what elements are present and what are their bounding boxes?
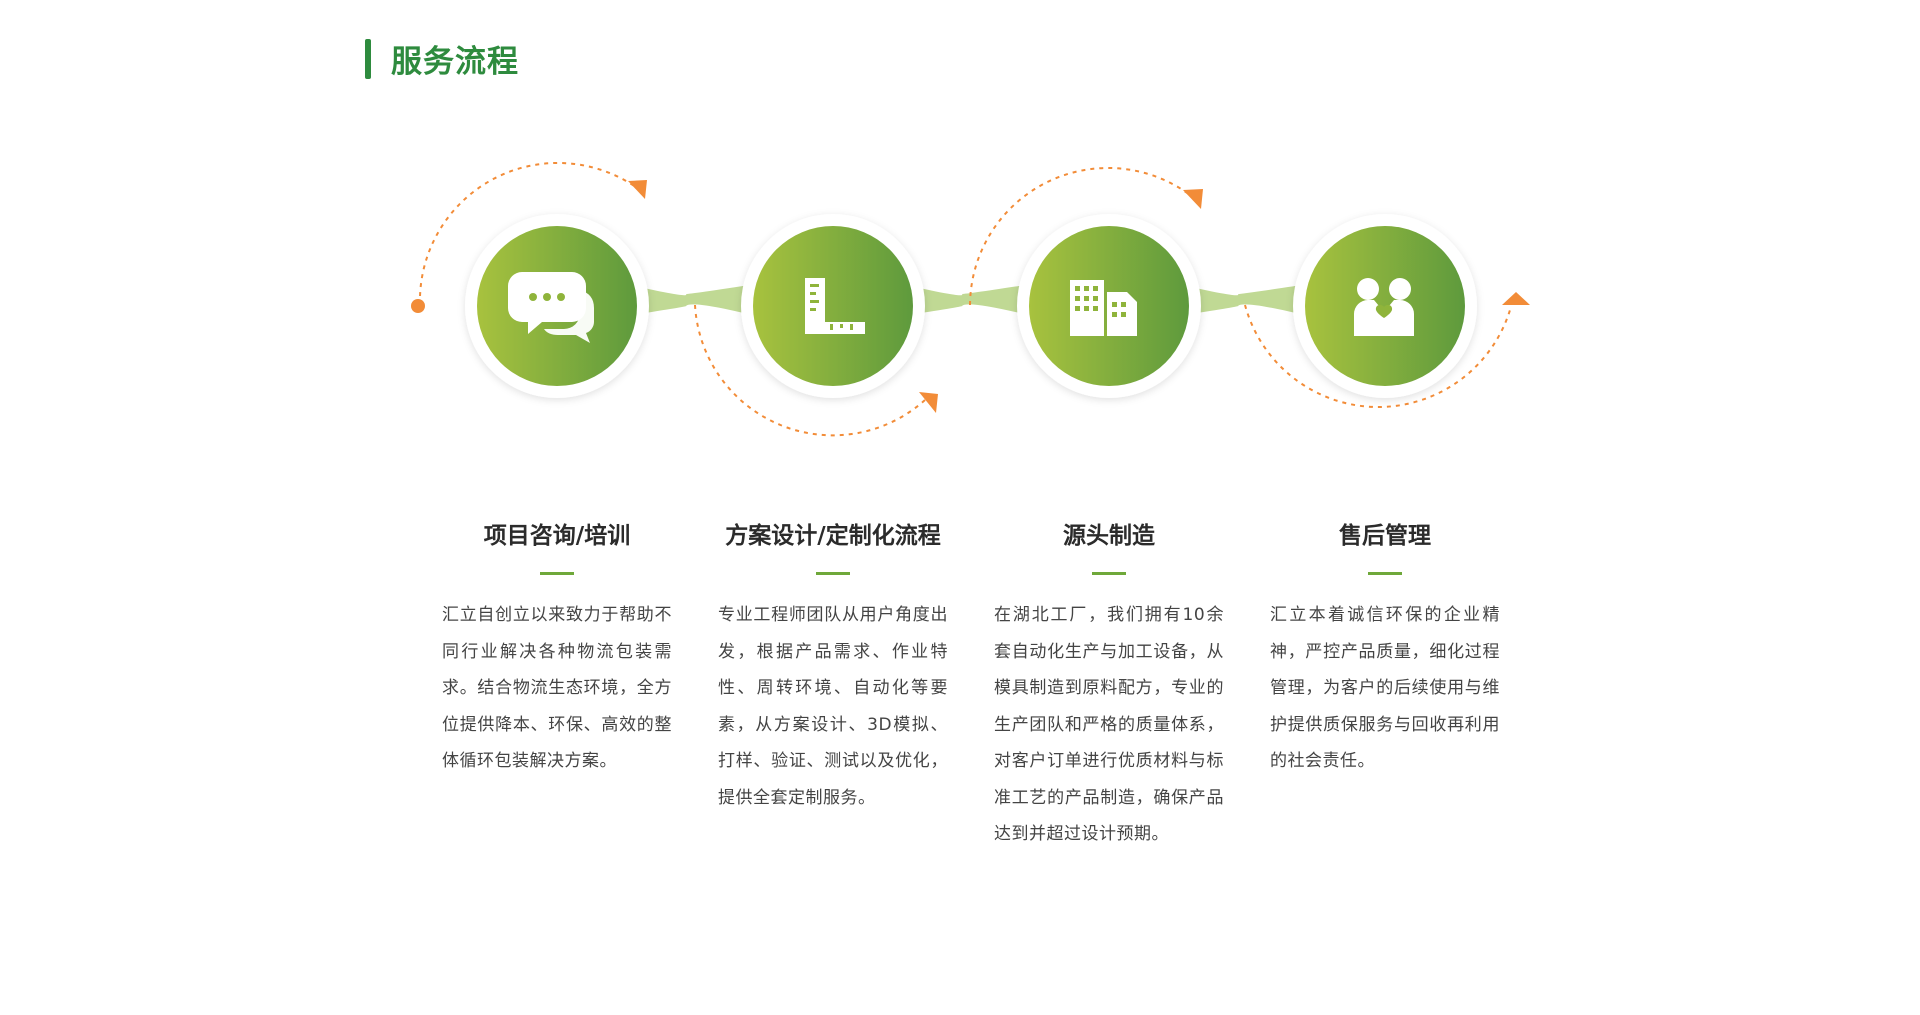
step-1-description: 汇立自创立以来致力于帮助不同行业解决各种物流包装需求。结合物流生态环境，全方位提… bbox=[442, 605, 672, 771]
flow-arrow-4 bbox=[1502, 292, 1530, 305]
connector-1-2 bbox=[626, 284, 756, 316]
step-1-title: 项目咨询/培训 bbox=[483, 523, 631, 549]
ruler-icon bbox=[805, 278, 865, 334]
section-title: 服务流程 bbox=[391, 44, 519, 80]
step-3-title: 源头制造 bbox=[1063, 523, 1155, 549]
people-heart-icon bbox=[1354, 278, 1414, 336]
step-4-description: 汇立本着诚信环保的企业精神，严控产品质量，细化过程管理，为客户的后续使用与维护提… bbox=[1270, 605, 1500, 771]
flow-arrow-3 bbox=[1183, 189, 1203, 209]
dashed-flow-line bbox=[418, 161, 1511, 437]
step-1-underline bbox=[540, 572, 574, 575]
step-1: 项目咨询/培训 汇立自创立以来致力于帮助不同行业解决各种物流包装需求。结合物流生… bbox=[437, 520, 677, 780]
step-2-title: 方案设计/定制化流程 bbox=[725, 523, 941, 549]
step-3: 源头制造 在湖北工厂，我们拥有10余套自动化生产与加工设备，从模具制造到原料配方… bbox=[989, 520, 1229, 853]
flow-arrow-1 bbox=[628, 180, 647, 199]
step-2-circle bbox=[741, 214, 925, 398]
step-1-circle bbox=[465, 214, 649, 398]
title-accent-bar bbox=[365, 38, 371, 79]
step-2: 方案设计/定制化流程 专业工程师团队从用户角度出发，根据产品需求、作业特性、周转… bbox=[713, 520, 953, 816]
section-header: 服务流程 bbox=[365, 36, 519, 81]
step-4-circle bbox=[1293, 214, 1477, 398]
step-2-underline bbox=[816, 572, 850, 575]
step-4: 售后管理 汇立本着诚信环保的企业精神，严控产品质量，细化过程管理，为客户的后续使… bbox=[1265, 520, 1505, 780]
step-3-circle bbox=[1017, 214, 1201, 398]
chat-bubbles-icon bbox=[508, 272, 594, 343]
process-flow-diagram bbox=[411, 161, 1530, 437]
connector-2-3 bbox=[902, 284, 1032, 316]
step-4-underline bbox=[1368, 572, 1402, 575]
step-3-description: 在湖北工厂，我们拥有10余套自动化生产与加工设备，从模具制造到原料配方，专业的生… bbox=[994, 605, 1224, 844]
step-3-underline bbox=[1092, 572, 1126, 575]
connector-3-4 bbox=[1178, 284, 1308, 316]
step-4-title: 售后管理 bbox=[1339, 523, 1431, 549]
flow-arrow-2 bbox=[919, 392, 938, 413]
step-2-description: 专业工程师团队从用户角度出发，根据产品需求、作业特性、周转环境、自动化等要素，从… bbox=[718, 605, 948, 808]
flow-start-dot bbox=[411, 299, 425, 313]
factory-buildings-icon bbox=[1070, 280, 1137, 336]
